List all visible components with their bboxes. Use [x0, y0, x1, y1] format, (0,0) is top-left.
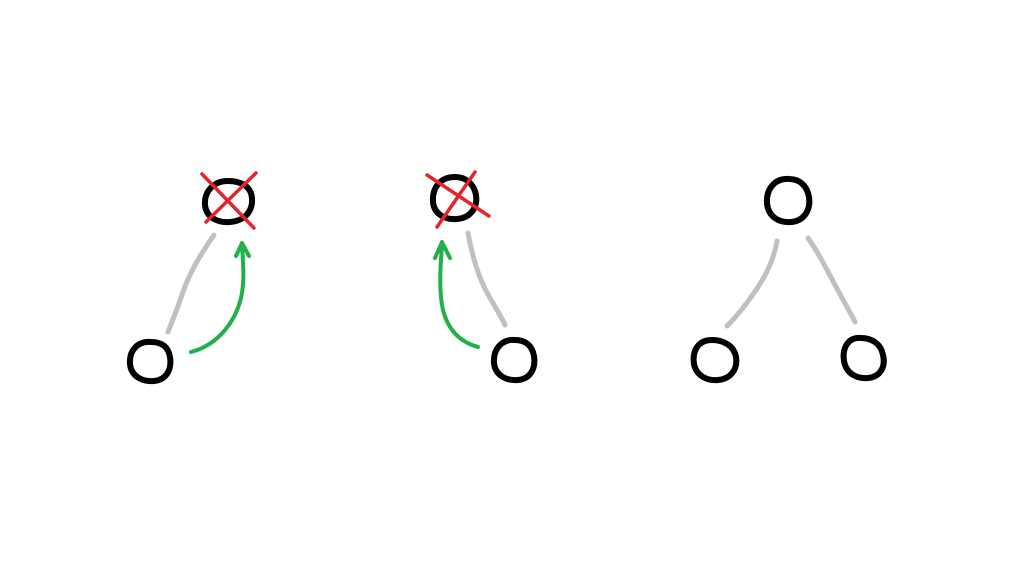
edge-root-to-right-child [465, 230, 508, 328]
removed-mark [200, 171, 258, 230]
removed-mark [425, 170, 491, 229]
left-child-node [690, 337, 740, 384]
root-node [201, 178, 256, 226]
right-child-node [840, 334, 887, 382]
diagram-two-children [690, 175, 887, 384]
diagram-left-child [126, 171, 258, 385]
arrow-shaft [438, 244, 480, 349]
root-node [429, 174, 480, 223]
cross-stroke-2 [204, 171, 258, 224]
move-arrow [433, 240, 480, 349]
root-node [763, 175, 813, 226]
edge-root-to-left-child [724, 238, 780, 329]
diagram-right-child [425, 170, 538, 384]
edge-root-to-left-child [165, 232, 217, 335]
edge-root-to-right-child [805, 235, 858, 325]
right-child-node [490, 336, 538, 384]
move-arrow [189, 241, 251, 354]
cross-stroke-2 [435, 170, 477, 229]
arrow-head [433, 240, 452, 260]
arrow-shaft [189, 244, 246, 354]
left-child-node [126, 338, 174, 385]
arrow-head [234, 241, 251, 258]
